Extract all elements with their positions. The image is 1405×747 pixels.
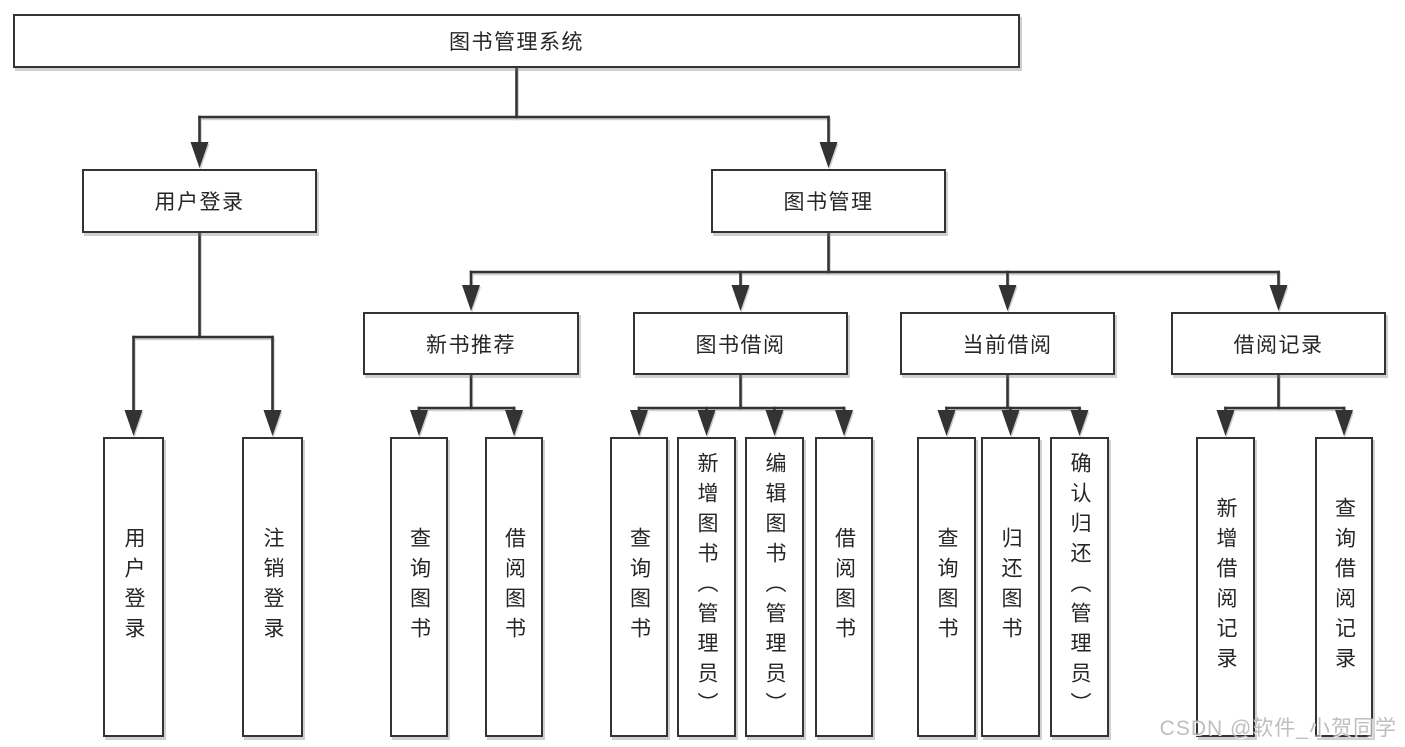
arrowhead-icon <box>263 410 282 436</box>
node-label: 新增借阅记录 <box>1214 497 1237 677</box>
node-leaf-user-login: 用户登录 <box>103 437 164 737</box>
node-label: 借阅记录 <box>1233 333 1324 357</box>
arrowhead-icon <box>835 410 853 436</box>
node-leaf-add-borrow-record: 新增借阅记录 <box>1196 437 1255 737</box>
node-label: 用户登录 <box>122 527 145 647</box>
arrowhead-icon <box>1001 410 1020 436</box>
arrowhead-icon <box>765 410 784 436</box>
node-label: 新增图书（管理员） <box>695 452 718 722</box>
node-current-borrow: 当前借阅 <box>900 312 1115 375</box>
node-label: 借阅图书 <box>832 527 856 647</box>
node-label: 查询图书 <box>407 527 431 647</box>
arrowhead-icon <box>697 410 716 436</box>
node-leaf-borrow-books-2: 借阅图书 <box>815 437 873 737</box>
node-label: 编辑图书（管理员） <box>763 452 786 722</box>
node-leaf-borrow-books-1: 借阅图书 <box>485 437 543 737</box>
arrowhead-icon <box>1216 410 1235 436</box>
node-label: 查询借阅记录 <box>1332 497 1356 677</box>
arrowhead-icon <box>819 142 838 168</box>
node-label: 注销登录 <box>261 527 284 647</box>
node-leaf-query-borrow-record: 查询借阅记录 <box>1315 437 1373 737</box>
arrowhead-icon <box>1269 285 1288 311</box>
node-label: 用户登录 <box>154 191 245 214</box>
watermark: CSDN @软件_小贺同学 <box>1159 717 1397 740</box>
node-label: 图书借阅 <box>695 333 786 357</box>
node-leaf-return-book: 归还图书 <box>981 437 1040 737</box>
node-book-mgmt: 图书管理 <box>711 169 946 233</box>
arrowhead-icon <box>937 410 956 436</box>
node-label: 图书管理系统 <box>449 31 584 54</box>
node-leaf-edit-book: 编辑图书（管理员） <box>745 437 804 737</box>
node-leaf-query-books-3: 查询图书 <box>917 437 976 737</box>
arrowhead-icon <box>1070 410 1089 436</box>
node-leaf-add-book: 新增图书（管理员） <box>677 437 736 737</box>
node-root: 图书管理系统 <box>13 14 1020 68</box>
node-label: 归还图书 <box>999 527 1022 647</box>
node-leaf-query-books-1: 查询图书 <box>390 437 448 737</box>
arrowhead-icon <box>124 410 143 436</box>
node-borrow-records: 借阅记录 <box>1171 312 1386 375</box>
node-new-book-rec: 新书推荐 <box>363 312 579 375</box>
node-user-login: 用户登录 <box>82 169 317 233</box>
arrowhead-icon <box>731 285 750 311</box>
node-label: 图书管理 <box>783 191 874 214</box>
node-label: 确认归还（管理员） <box>1068 452 1091 722</box>
node-label: 新书推荐 <box>426 333 516 357</box>
node-label: 借阅图书 <box>502 527 526 647</box>
arrowhead-icon <box>190 142 209 168</box>
arrowhead-icon <box>1335 410 1353 436</box>
node-leaf-logout: 注销登录 <box>242 437 303 737</box>
node-label: 查询图书 <box>627 527 651 647</box>
node-leaf-query-books-2: 查询图书 <box>610 437 668 737</box>
arrowhead-icon <box>505 410 523 436</box>
arrowhead-icon <box>630 410 648 436</box>
node-book-borrow: 图书借阅 <box>633 312 848 375</box>
arrowhead-icon <box>462 285 480 311</box>
arrowhead-icon <box>998 285 1017 311</box>
node-label: 查询图书 <box>935 527 958 647</box>
node-leaf-confirm-return: 确认归还（管理员） <box>1050 437 1109 737</box>
node-label: 当前借阅 <box>962 333 1053 357</box>
arrowhead-icon <box>410 410 428 436</box>
